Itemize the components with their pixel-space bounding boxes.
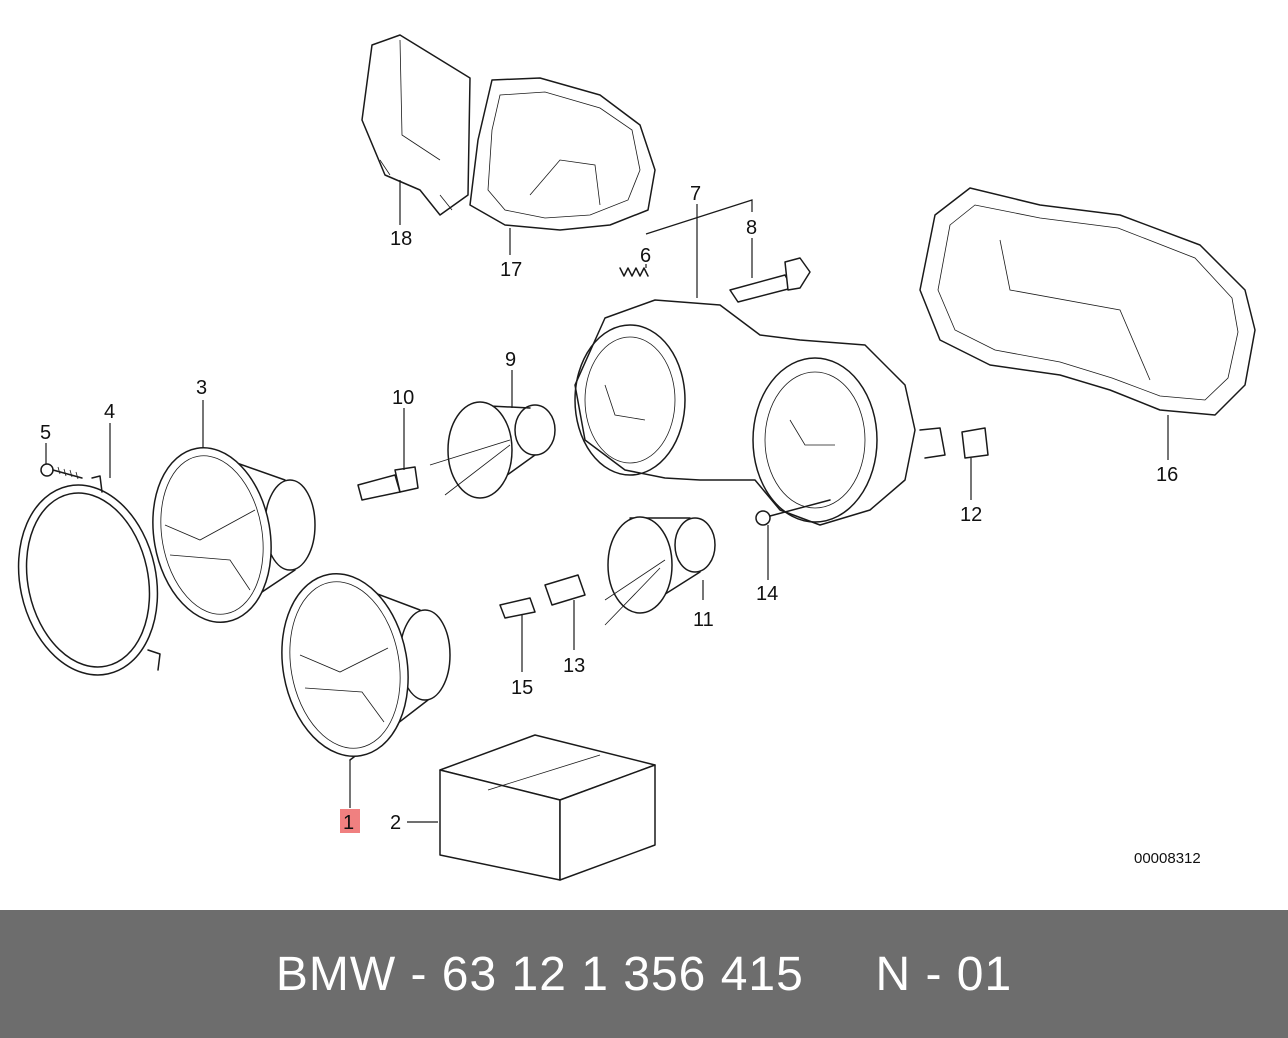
callout-15: 15 xyxy=(511,677,533,699)
callout-2: 2 xyxy=(390,812,401,834)
part-3-headlight xyxy=(152,447,316,623)
part-10-bulb xyxy=(357,466,419,501)
part-16-cover-right xyxy=(919,187,1256,416)
part-13-lamp-holder xyxy=(544,574,586,606)
part-6-spring xyxy=(619,267,649,277)
part-8-adjusting-screw xyxy=(729,257,811,303)
callout-17: 17 xyxy=(500,259,522,281)
callout-8: 8 xyxy=(746,217,757,239)
callout-13: 13 xyxy=(563,655,585,677)
callout-6: 6 xyxy=(640,245,651,267)
callout-12: 12 xyxy=(960,504,982,526)
part-1-headlight xyxy=(281,573,451,761)
callout-5: 5 xyxy=(40,422,51,444)
callout-1-highlight xyxy=(340,809,360,833)
callout-14: 14 xyxy=(756,583,778,605)
callout-7: 7 xyxy=(690,183,701,205)
callout-9: 9 xyxy=(505,349,516,371)
callout-3: 3 xyxy=(196,377,207,399)
callout-10: 10 xyxy=(392,387,414,409)
part-number-text: BMW - 63 12 1 356 415 N - 01 xyxy=(275,947,1013,1001)
part-14-screw xyxy=(755,499,831,526)
part-12-clip-nut xyxy=(961,427,989,459)
part-4-trim-ring xyxy=(17,475,161,676)
part-number-footer: BMW - 63 12 1 356 415 N - 01 xyxy=(0,910,1288,1038)
callout-16: 16 xyxy=(1156,464,1178,486)
headlight-housing xyxy=(574,299,946,526)
callout-4: 4 xyxy=(104,401,115,423)
part-9-bulb-socket xyxy=(429,401,556,499)
callout-11: 11 xyxy=(693,609,714,631)
diagram-reference-number: 00008312 xyxy=(1134,850,1201,867)
part-17-cover xyxy=(469,77,656,231)
exploded-parts-diagram: 1 2 3 4 5 6 7 8 9 10 11 12 13 14 15 16 1… xyxy=(17,34,1256,881)
part-15-small-bulb xyxy=(499,597,536,619)
callout-18: 18 xyxy=(390,228,412,250)
part-18-cover-left xyxy=(361,34,471,216)
callout-1: 1 xyxy=(343,812,354,834)
part-5-screw xyxy=(40,463,83,480)
part-2-box xyxy=(439,734,656,881)
leader-lines xyxy=(45,180,1169,823)
part-11-bulb-socket xyxy=(604,516,716,626)
